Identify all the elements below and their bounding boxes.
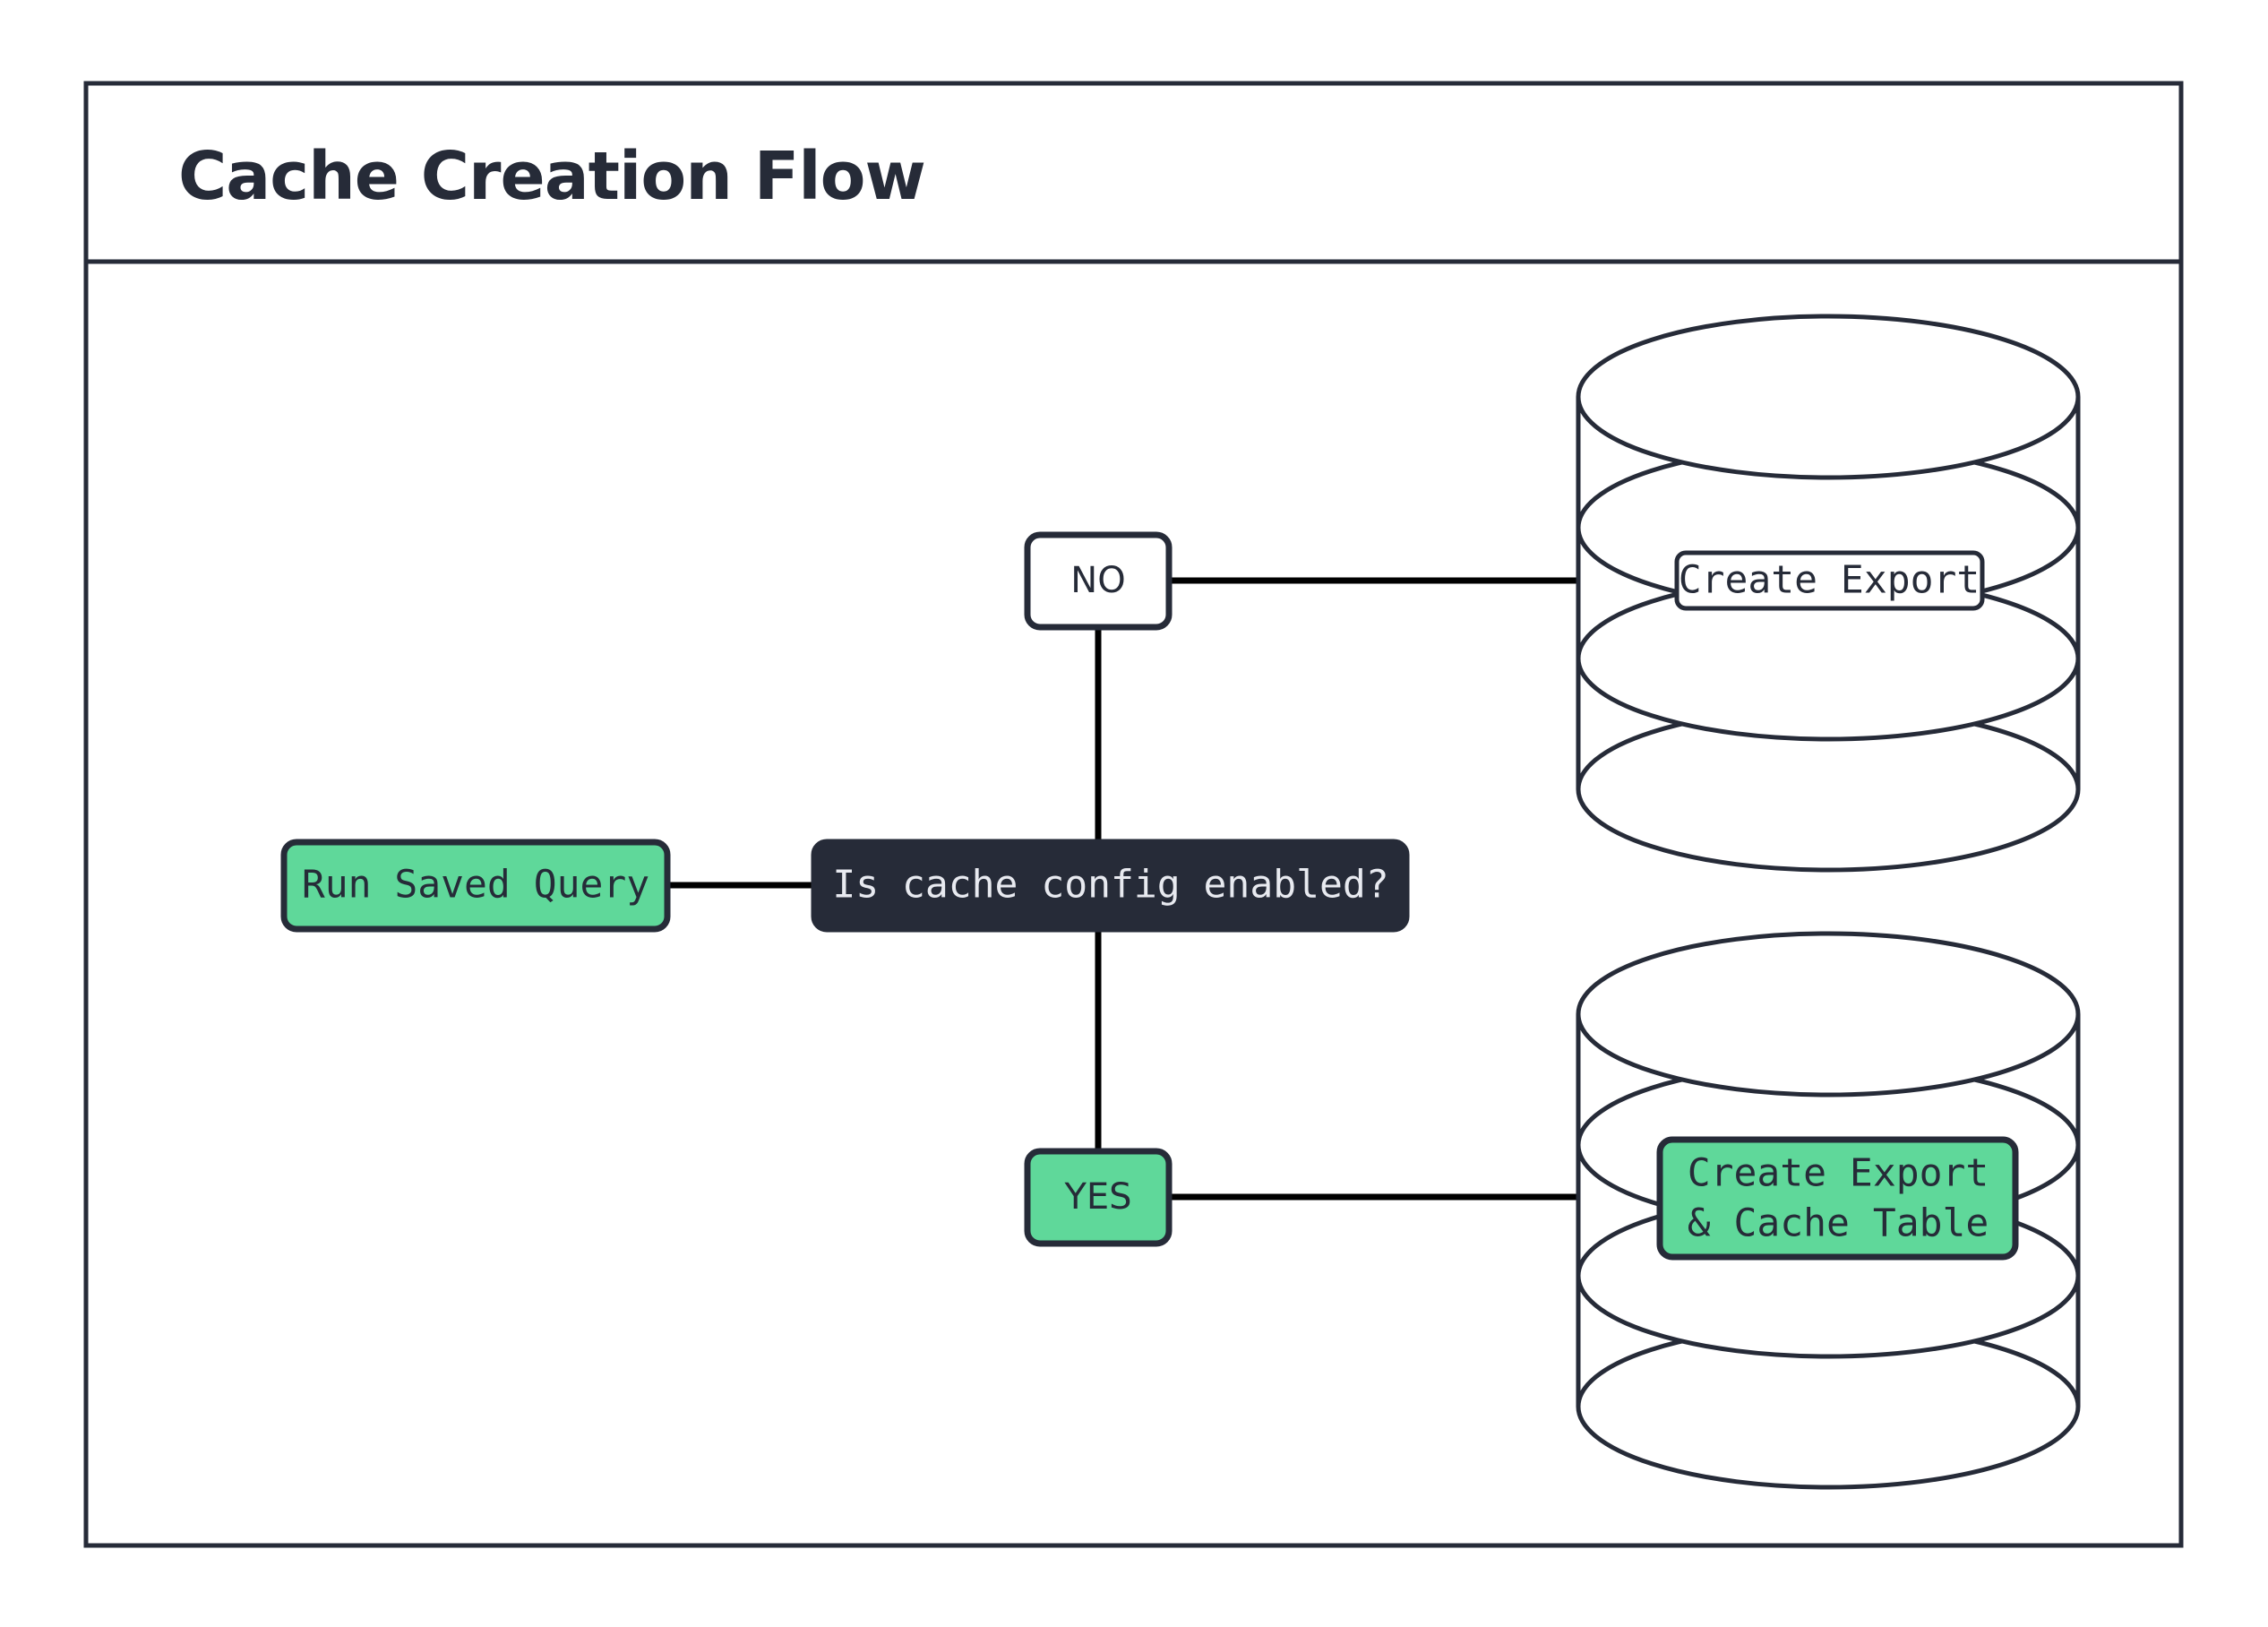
node-branch-no[interactable]: NO	[1024, 531, 1173, 631]
node-decision-cache-config[interactable]: Is cache config enabled?	[811, 839, 1410, 933]
node-run-saved-query-label: Run Saved Query	[302, 863, 649, 908]
node-branch-yes[interactable]: YES	[1024, 1148, 1173, 1247]
node-decision-label: Is cache config enabled?	[832, 863, 1388, 908]
page-title: Cache Creation Flow	[178, 138, 925, 215]
node-create-export-cache-label-line2: & Cache Table	[1688, 1201, 1989, 1246]
node-branch-no-label: NO	[1070, 560, 1125, 601]
node-create-export[interactable]: Create Export	[1674, 550, 1985, 611]
diagram-frame	[83, 81, 2184, 1548]
node-create-export-cache-table[interactable]: Create Export & Cache Table	[1656, 1136, 2019, 1261]
node-run-saved-query[interactable]: Run Saved Query	[280, 839, 671, 933]
node-create-export-cache-label-line1: Create Export	[1688, 1151, 1989, 1196]
node-create-export-label: Create Export	[1679, 558, 1980, 603]
node-branch-yes-label: YES	[1063, 1176, 1131, 1218]
